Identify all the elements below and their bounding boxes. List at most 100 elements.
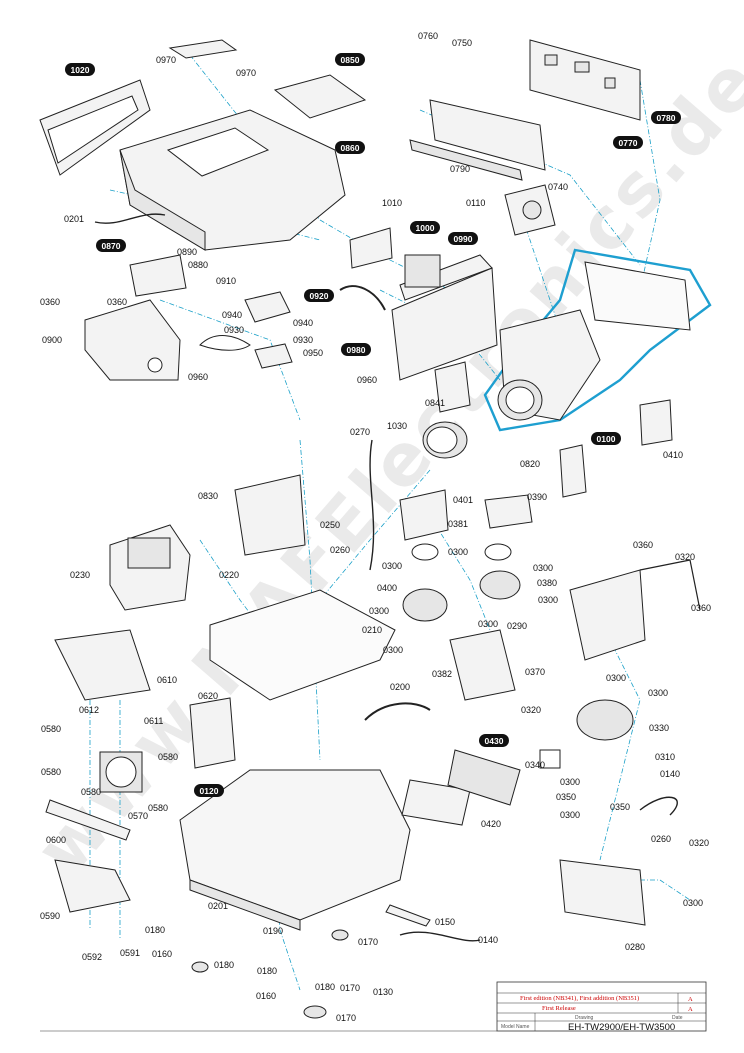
revision-text: First Release <box>542 1005 576 1012</box>
part-label: 0940 <box>293 318 313 328</box>
part-label: 0300 <box>369 606 389 616</box>
callout-0850: 0850 <box>335 53 365 66</box>
middle-assembly <box>109 439 701 769</box>
part-label: 0300 <box>560 810 580 820</box>
part-label: 0360 <box>633 540 653 550</box>
part-label: 0280 <box>625 942 645 952</box>
part-label: 0201 <box>208 901 228 911</box>
part-label: 0210 <box>362 625 382 635</box>
part-label: 0880 <box>188 260 208 270</box>
part-label: 0620 <box>198 691 218 701</box>
callout-0870: 0870 <box>96 239 126 252</box>
callout-pill <box>479 734 509 747</box>
part-label: 0300 <box>533 563 553 573</box>
part-label: 0740 <box>548 182 568 192</box>
part-label: 0600 <box>46 835 66 845</box>
callout-0780: 0780 <box>651 111 681 124</box>
part-label: 0380 <box>537 578 557 588</box>
part-label: 0370 <box>525 667 545 677</box>
part-label: 0580 <box>41 724 61 734</box>
callout-0860: 0860 <box>335 141 365 154</box>
part-label: 0170 <box>340 983 360 993</box>
part-label: 0820 <box>520 459 540 469</box>
part-label: 0382 <box>432 669 452 679</box>
part-label: 0580 <box>41 767 61 777</box>
part-label: 0170 <box>336 1013 356 1023</box>
callout-text: 0850 <box>341 55 360 65</box>
callout-0770: 0770 <box>613 136 643 149</box>
callout-0980: 0980 <box>341 343 371 356</box>
part-label: 0401 <box>453 495 473 505</box>
part-label: 0570 <box>128 811 148 821</box>
part-label: 0591 <box>120 948 140 958</box>
part-label: 0160 <box>256 991 276 1001</box>
part-label: 0300 <box>606 673 626 683</box>
part-label: 0260 <box>330 545 350 555</box>
part-label: 0140 <box>660 769 680 779</box>
callout-text: 0980 <box>347 345 366 355</box>
part-label: 0300 <box>538 595 558 605</box>
part-label: 0940 <box>222 310 242 320</box>
callout-text: 1000 <box>416 223 435 233</box>
part-label: 0612 <box>79 705 99 715</box>
callout-pill <box>65 63 95 76</box>
part-label: 0270 <box>350 427 370 437</box>
drawn-label: Drawing <box>575 1015 594 1021</box>
callout-text: 0120 <box>200 786 219 796</box>
date-label: Date <box>672 1015 683 1021</box>
part-label: 0960 <box>357 375 377 385</box>
callout-pill <box>335 141 365 154</box>
part-label: 0910 <box>216 276 236 286</box>
lower-case-assembly <box>45 629 678 1019</box>
callout-pill <box>448 232 478 245</box>
part-label: 0140 <box>478 935 498 945</box>
part-label: 0300 <box>560 777 580 787</box>
part-label: 0130 <box>373 987 393 997</box>
callout-pill <box>304 289 334 302</box>
first-mark: A <box>688 996 693 1003</box>
part-label: 0950 <box>303 348 323 358</box>
top-cover-assembly <box>39 39 498 381</box>
callout-text: 0770 <box>619 138 638 148</box>
part-label: 0300 <box>683 898 703 908</box>
part-label: 0970 <box>156 55 176 65</box>
part-label: 0890 <box>177 247 197 257</box>
part-label: 0320 <box>689 838 709 848</box>
callout-text: 0870 <box>102 241 121 251</box>
callout-text: 0920 <box>310 291 329 301</box>
part-label: 0110 <box>466 198 485 208</box>
part-label: 0580 <box>81 787 101 797</box>
part-label: 0201 <box>64 214 84 224</box>
part-label: 0300 <box>648 688 668 698</box>
part-label: 0580 <box>158 752 178 762</box>
callout-text: 0780 <box>657 113 676 123</box>
part-label: 0320 <box>675 552 695 562</box>
part-label: 0230 <box>70 570 90 580</box>
part-label: 0841 <box>425 398 445 408</box>
second-mark: A <box>688 1006 693 1013</box>
part-label: 0360 <box>107 297 127 307</box>
part-label: 0200 <box>390 682 410 692</box>
part-label: 1030 <box>387 421 407 431</box>
part-label: 0400 <box>377 583 397 593</box>
part-label: 0930 <box>293 335 313 345</box>
callout-text: 0430 <box>485 736 504 746</box>
callout-0430: 0430 <box>479 734 509 747</box>
callout-pill <box>341 343 371 356</box>
part-label: 0930 <box>224 325 244 335</box>
callout-pill <box>651 111 681 124</box>
model-name: EH-TW2900/EH-TW3500 <box>568 1022 675 1033</box>
part-label: 0350 <box>610 802 630 812</box>
part-label: 0160 <box>152 949 172 959</box>
part-label: 0360 <box>691 603 711 613</box>
callout-pill <box>613 136 643 149</box>
part-label: 0260 <box>651 834 671 844</box>
part-label: 0190 <box>263 926 283 936</box>
part-label: 0300 <box>382 561 402 571</box>
callout-pill <box>335 53 365 66</box>
callout-pill <box>194 784 224 797</box>
sheet-label: Model Name <box>501 1024 530 1030</box>
